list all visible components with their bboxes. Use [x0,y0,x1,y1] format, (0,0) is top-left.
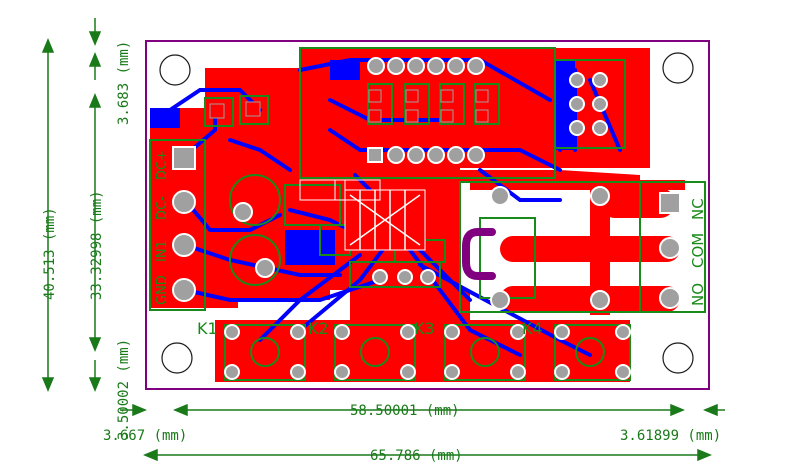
center-ic [299,179,426,251]
mounting-hole-top-left [159,54,191,86]
button-labels: K1 K2 K3 K4 [197,319,543,338]
dim-width-total: 65.786 (mm) [370,448,463,464]
dim-height-inner: 33.32998 (mm) [89,190,105,300]
mounting-hole-bottom-right [662,342,694,374]
dim-right-offset: 3.61899 (mm) [620,428,721,444]
header-label-dc-plus: DC+ [155,150,170,180]
dim-left-offset: 3.667 (mm) [103,428,187,444]
relay-terminal-labels: NC COM NO [689,198,707,306]
pads [172,57,681,380]
mounting-holes [159,52,694,374]
terminal-label-com: COM [689,233,707,268]
header-label-gnd: GND [155,275,170,305]
mounting-hole-bottom-left [161,342,193,374]
button-label-k1: K1 [197,319,218,338]
dim-width-inner: 58.50001 (mm) [350,403,460,419]
dim-top-offset: 3.683 (mm) [116,41,132,125]
button-label-k4: K4 [522,319,543,338]
left-header-labels: DC+ DC- IN1 GND [155,150,170,305]
button-label-k3: K3 [414,319,435,338]
smd-pads [209,89,489,123]
header-label-dc-minus: DC- [155,196,170,220]
bottom-copper-pours [150,60,575,265]
button-label-k2: K2 [308,319,329,338]
dim-height-total: 40.513 (mm) [42,207,58,300]
relay-copper-strips [470,180,685,315]
jumper-wire [462,228,496,280]
terminal-label-nc: NC [689,198,707,220]
header-label-in1: IN1 [155,240,170,262]
silkscreen-layer [149,47,706,381]
terminal-label-no: NO [689,283,707,306]
mounting-hole-top-right [662,52,694,84]
dimension-lines [41,18,725,462]
dim-bottom-offset: 3.50002 (mm) [116,339,132,440]
